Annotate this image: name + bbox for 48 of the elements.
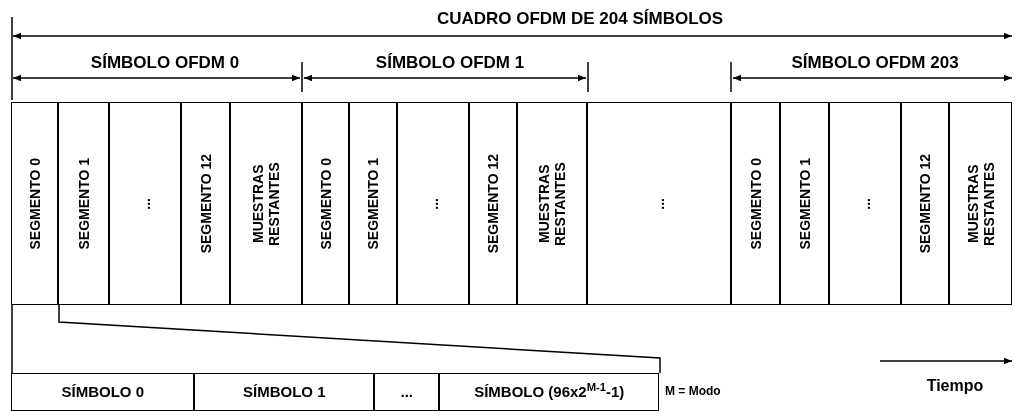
cell-label: MUESTRAS RESTANTES (536, 160, 569, 248)
cell (194, 373, 375, 411)
cell-label: SEGMENTO 12 (485, 153, 502, 254)
cell-label: SEGMENTO 1 (75, 157, 92, 250)
cell (517, 102, 588, 305)
cell (302, 102, 350, 305)
cell (11, 102, 59, 305)
cell (439, 373, 660, 411)
dimension-label: SÍMBOLO OFDM 203 (790, 52, 960, 74)
cell-label: SÍMBOLO 0 (61, 382, 144, 402)
cell (731, 102, 781, 305)
cell-label: SEGMENTO 0 (26, 157, 43, 250)
cell-label: SEGMENTO 1 (796, 157, 813, 250)
dimension-label: CUADRO OFDM DE 204 SÍMBOLOS (435, 8, 725, 30)
cell-label: SÍMBOLO (96x2$^{M-1}$-1) (474, 382, 625, 402)
cell-label: SEGMENTO 12 (917, 153, 934, 254)
cell-label: SEGMENTO 0 (317, 157, 334, 250)
cell (11, 373, 195, 411)
cell-label: ... (137, 197, 154, 210)
note-label: M = Modo (665, 383, 721, 400)
cell (58, 102, 110, 305)
cell (901, 102, 950, 305)
cell (230, 102, 303, 305)
cell (374, 373, 440, 411)
dimension-label: SÍMBOLO OFDM 0 (89, 52, 241, 74)
dimension-label: SÍMBOLO OFDM 1 (374, 52, 526, 74)
cell-label: ... (425, 197, 442, 210)
cell (397, 102, 470, 305)
cell-label: ... (400, 382, 413, 402)
cell-label: MUESTRAS RESTANTES (250, 160, 283, 248)
cell-label: ... (857, 197, 874, 210)
cell (949, 102, 1013, 305)
cell-label: SEGMENTO 0 (747, 157, 764, 250)
zoom-line (11, 304, 13, 374)
dimension-label: Tiempo (925, 376, 985, 396)
cell (587, 102, 732, 305)
cell-label: SEGMENTO 1 (365, 157, 382, 250)
cell-label: SÍMBOLO 1 (243, 382, 326, 402)
cell (181, 102, 231, 305)
cell (780, 102, 830, 305)
cell-label: ... (651, 197, 668, 210)
cell (469, 102, 518, 305)
zoom-line (58, 304, 661, 374)
cell-label: SEGMENTO 12 (197, 153, 214, 254)
cell (349, 102, 398, 305)
cell (109, 102, 182, 305)
cell (829, 102, 902, 305)
cell-label: MUESTRAS RESTANTES (964, 160, 997, 248)
